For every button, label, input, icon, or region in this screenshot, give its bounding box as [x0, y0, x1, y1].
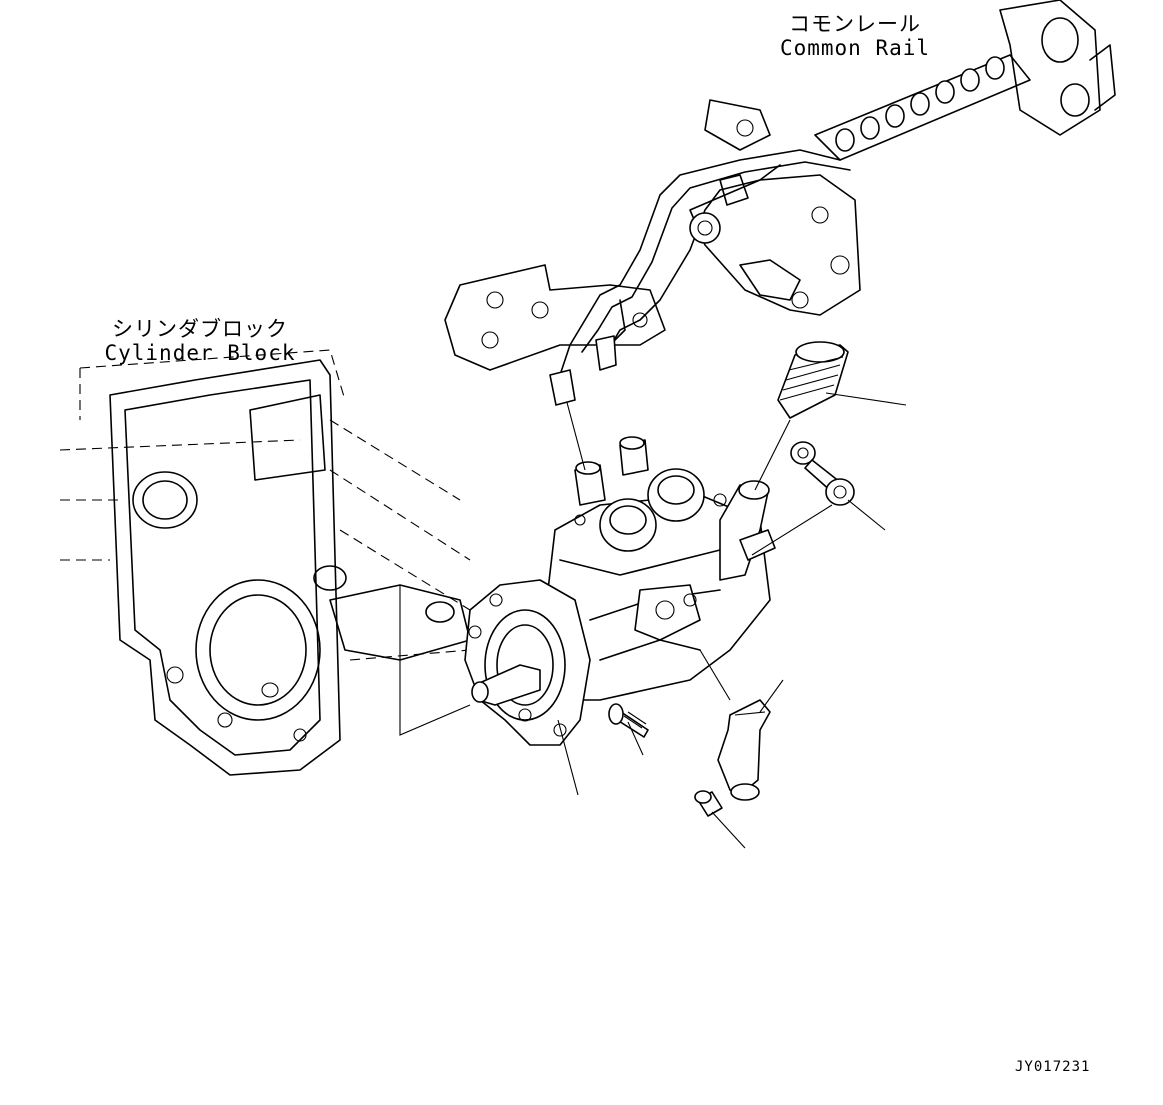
drawing-id: JY017231 — [1015, 1059, 1091, 1075]
common-rail-label-jp: コモンレール — [789, 12, 921, 36]
cylinder-block-label-jp: シリンダブロック — [112, 317, 288, 341]
fuel-supply-pump — [464, 436, 776, 746]
common-rail-label: コモンレール Common Rail — [775, 12, 935, 60]
pipe-end-fittings — [549, 335, 617, 406]
cylinder-block-label: シリンダブロック Cylinder Block — [100, 317, 300, 365]
cylinder-block-outline — [59, 349, 471, 776]
leader-lines — [557, 392, 907, 849]
bellows-cap — [777, 341, 849, 419]
rail-injector-ports — [835, 56, 1005, 152]
plug — [694, 790, 723, 817]
mounting-bolt — [608, 703, 649, 738]
common-rail-assembly — [444, 0, 1116, 376]
cylinder-block-label-en: Cylinder Block — [104, 341, 296, 366]
common-rail-label-en: Common Rail — [779, 36, 931, 61]
eye-joint-fitting — [790, 441, 855, 506]
elbow-fitting — [717, 699, 771, 801]
